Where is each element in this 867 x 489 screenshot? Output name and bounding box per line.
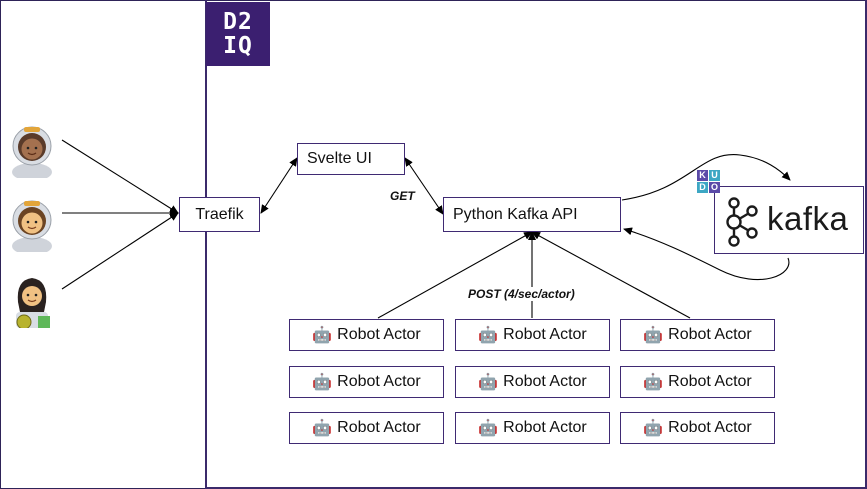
kudo-logo: K U D O xyxy=(697,170,721,194)
python-kafka-api-node[interactable]: Python Kafka API xyxy=(443,197,621,232)
logo-line-1: D2 xyxy=(223,9,253,35)
robot-actor-node[interactable]: 🤖 Robot Actor xyxy=(289,412,444,444)
get-edge-label: GET xyxy=(390,189,415,203)
user-1-to-traefik-arrow xyxy=(61,139,179,214)
api-to-kafka-arrow xyxy=(621,154,791,201)
kudo-letter: O xyxy=(709,182,720,193)
robot-actor-label: Robot Actor xyxy=(503,326,587,343)
kafka-logo-icon xyxy=(726,197,758,247)
d2iq-logo: D2 IQ xyxy=(206,2,270,66)
robot-actor-label: Robot Actor xyxy=(668,326,752,343)
robot-actor-label: Robot Actor xyxy=(337,326,421,343)
traefik-svelte-arrow xyxy=(260,157,298,214)
post-edge-label: POST (4/sec/actor) xyxy=(466,287,577,301)
user-astronaut-icon xyxy=(12,200,52,252)
cluster-boundary xyxy=(205,0,867,489)
robot-icon: 🤖 xyxy=(478,374,499,391)
robot-actor-node[interactable]: 🤖 Robot Actor xyxy=(289,319,444,351)
robot-left-to-api-arrow xyxy=(377,231,533,319)
robot-actor-node[interactable]: 🤖 Robot Actor xyxy=(455,412,610,444)
robot-actor-label: Robot Actor xyxy=(337,419,421,436)
kudo-letter: U xyxy=(709,170,720,181)
kafka-to-api-arrow xyxy=(623,227,790,281)
robot-right-to-api-arrow xyxy=(531,231,691,319)
robot-icon: 🤖 xyxy=(312,327,333,344)
svelte-ui-node[interactable]: Svelte UI xyxy=(297,143,405,175)
robot-actor-node[interactable]: 🤖 Robot Actor xyxy=(620,412,775,444)
svelte-api-get-arrow xyxy=(404,157,444,215)
robot-actor-node[interactable]: 🤖 Robot Actor xyxy=(455,319,610,351)
robot-icon: 🤖 xyxy=(312,420,333,437)
robot-actor-label: Robot Actor xyxy=(668,419,752,436)
logo-line-2: IQ xyxy=(223,33,253,59)
user-astronaut-icon xyxy=(12,126,52,178)
kudo-letter: D xyxy=(697,182,708,193)
robot-icon: 🤖 xyxy=(312,374,333,391)
traefik-node[interactable]: Traefik xyxy=(179,197,260,232)
user-3-to-traefik-arrow xyxy=(61,212,179,290)
kafka-label: kafka xyxy=(767,200,849,237)
robot-icon: 🤖 xyxy=(643,374,664,391)
robot-actor-label: Robot Actor xyxy=(503,419,587,436)
robot-icon: 🤖 xyxy=(478,420,499,437)
kudo-letter: K xyxy=(697,170,708,181)
robot-actor-label: Robot Actor xyxy=(503,373,587,390)
robot-actor-node[interactable]: 🤖 Robot Actor xyxy=(620,319,775,351)
robot-actor-node[interactable]: 🤖 Robot Actor xyxy=(455,366,610,398)
robot-actor-label: Robot Actor xyxy=(337,373,421,390)
robot-icon: 🤖 xyxy=(643,420,664,437)
robot-icon: 🤖 xyxy=(478,327,499,344)
robot-icon: 🤖 xyxy=(643,327,664,344)
robot-actor-node[interactable]: 🤖 Robot Actor xyxy=(620,366,775,398)
robot-actor-label: Robot Actor xyxy=(668,373,752,390)
user-person-icon xyxy=(16,278,50,328)
robot-actor-node[interactable]: 🤖 Robot Actor xyxy=(289,366,444,398)
